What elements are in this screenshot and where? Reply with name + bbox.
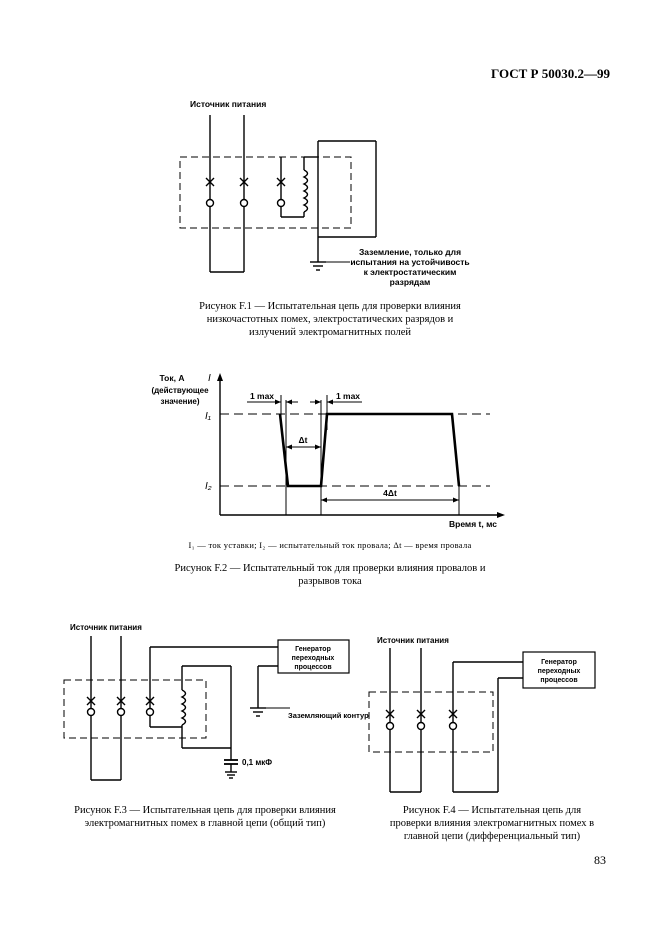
fig3-switch-3 — [145, 707, 155, 717]
fig2-i2-label: I₂ — [205, 481, 212, 492]
figure-f2-chart: Ток, A (действующее значение) I I₁ I₂ 1 … — [151, 373, 505, 529]
figure-f1-diagram: Источник питания — [179, 99, 470, 287]
fig2-four-delta-t: 4Δt — [383, 488, 397, 498]
page-number: 83 — [594, 853, 606, 867]
fig3-caption: Рисунок F.3 — Испытательная цепь для про… — [55, 804, 355, 830]
fig4-caption: Рисунок F.4 — Испытательная цепь для про… — [372, 804, 612, 843]
fig3-caption-line-1: Рисунок F.3 — Испытательная цепь для про… — [74, 805, 336, 816]
fig3-capacitor-label: 0,1 мкФ — [242, 758, 272, 767]
fig4-generator-box — [522, 651, 596, 689]
fig4-caption-line-3: главной цепи (дифференциальный тип) — [403, 831, 581, 842]
fig1-ground-note-line-3: к электростатическим — [364, 267, 457, 277]
fig3-switch-1 — [86, 707, 96, 717]
document-header: ГОСТ Р 50030.2—99 — [491, 66, 610, 81]
fig1-caption-line-2: низкочастотных помех, электростатических… — [206, 314, 454, 325]
fig2-x-label: Время t, мс — [449, 519, 497, 529]
fig1-caption: Рисунок F.1 — Испытательная цепь для про… — [130, 300, 530, 339]
fig1-caption-line-3: излучений электромагнитных полей — [248, 327, 412, 338]
fig1-caption-line-1: Рисунок F.1 — Испытательная цепь для про… — [199, 301, 461, 312]
fig1-ground-note-line-1: Заземление, только для — [359, 247, 461, 257]
figure-f3-diagram: Источник питания 0,1 мкФ — [63, 623, 369, 781]
fig3-source-label: Источник питания — [70, 623, 142, 632]
fig2-caption-line-1: Рисунок F.2 — Испытательный ток для пров… — [174, 563, 486, 574]
fig2-y-label-line-1: Ток, A — [160, 373, 185, 383]
fig2-tmax-right: 1 max — [336, 391, 360, 401]
fig4-caption-line-1: Рисунок F.4 — Испытательная цепь для — [402, 805, 582, 816]
fig2-current-waveform — [278, 412, 461, 488]
fig3-ground-label: Заземляющий контур — [288, 711, 369, 720]
fig2-y-label-line-3: значение) — [160, 397, 199, 406]
fig3-caption-line-2: электромагнитных помех в главной цепи (о… — [84, 818, 326, 829]
fig4-enclosure — [368, 691, 494, 753]
fig4-generator-label-2: переходных — [538, 668, 581, 675]
fig1-source-label: Источник питания — [190, 99, 266, 109]
fig1-ground-note-line-4: разрядам — [390, 277, 431, 287]
fig2-caption: Рисунок F.2 — Испытательный ток для пров… — [120, 562, 540, 588]
fig4-caption-line-2: проверки влияния электромагнитных помех … — [389, 818, 595, 829]
fig2-y-label-line-2: (действующее — [151, 386, 209, 395]
fig3-switch-2 — [116, 707, 126, 717]
fig3-generator-label-2: переходных — [292, 655, 335, 662]
fig4-generator-label-1: Генератор — [541, 659, 577, 666]
fig1-enclosure — [179, 156, 352, 229]
fig1-switch-3 — [276, 198, 286, 208]
fig2-caption-line-2: разрывов тока — [298, 576, 362, 587]
fig2-y-axis-symbol: I — [208, 373, 211, 384]
fig3-generator-box — [277, 639, 350, 674]
fig4-generator-label-3: процессов — [540, 677, 578, 684]
fig4-source-label: Источник питания — [377, 636, 449, 645]
fig3-enclosure — [63, 679, 207, 739]
fig1-coil — [302, 169, 309, 213]
fig2-tmax-left: 1 max — [250, 391, 274, 401]
figure-f4-diagram: Источник питания Генератор переходных пр… — [368, 636, 596, 793]
fig3-generator-label-3: процессов — [294, 664, 332, 671]
fig2-i1-label: I₁ — [205, 411, 211, 422]
fig4-switch-1 — [385, 721, 395, 731]
fig2-delta-t: Δt — [299, 435, 308, 445]
fig3-coil — [180, 689, 187, 726]
fig4-switch-2 — [416, 721, 426, 731]
fig2-legend: I₁ — ток уставки; I₂ — испытательный ток… — [188, 540, 472, 550]
fig1-ground-note-line-2: испытания на устойчивость — [350, 257, 469, 267]
fig4-switch-3 — [448, 721, 458, 731]
fig3-generator-label-1: Генератор — [295, 646, 331, 653]
